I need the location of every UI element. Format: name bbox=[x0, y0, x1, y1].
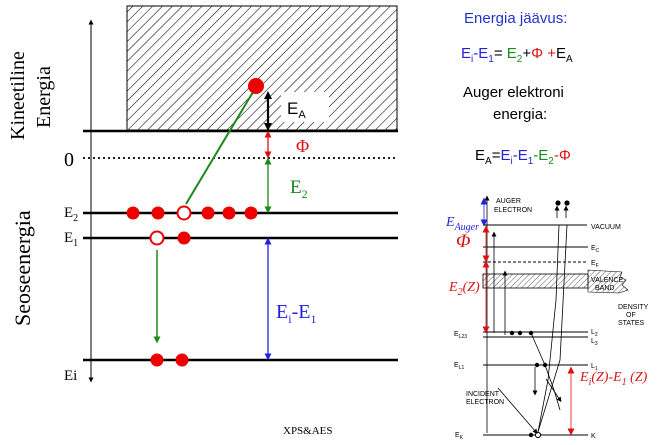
auger-inset-diagram bbox=[480, 195, 629, 439]
e2-level-label: E2 bbox=[64, 205, 78, 224]
ea-label: EA bbox=[287, 99, 306, 121]
inset-auger-electron-label: AUGER bbox=[496, 198, 521, 205]
ei-e1-label: Ei-E1 bbox=[276, 301, 316, 326]
hole bbox=[149, 230, 165, 246]
inset-l3-label: L3 bbox=[591, 338, 598, 347]
energy-conservation-equation: Ei-E1= E2+Φ +EA bbox=[461, 45, 573, 65]
inset-ec-label: EC bbox=[591, 245, 600, 254]
inset-l2-label: L2 bbox=[591, 329, 598, 338]
inset-valence-band-label-2: BAND bbox=[595, 285, 614, 292]
inset-k-label: K bbox=[591, 433, 596, 440]
inset-ef-label: EF bbox=[591, 260, 599, 269]
continuum-hatch bbox=[126, 5, 398, 131]
inset-valence-band-label: VALENCE bbox=[591, 277, 623, 284]
inset-vacuum-label: VACUUM bbox=[591, 224, 621, 231]
inset-e2z-label: E2(Z) bbox=[448, 280, 480, 298]
inset-incident-electron-label: INCIDENT bbox=[466, 391, 500, 398]
auger-energy-label-2: energia: bbox=[493, 106, 547, 123]
phi-label: Φ bbox=[296, 136, 309, 156]
ea-label-box bbox=[281, 92, 329, 122]
inset-dos-label: DENSITY bbox=[618, 304, 649, 311]
auger-electron bbox=[248, 78, 264, 94]
electron bbox=[175, 353, 189, 367]
inset-dos-label-2: OF bbox=[626, 312, 636, 319]
inset-ek-label: EK bbox=[455, 432, 464, 441]
auger-energy-equation: EA=Ei-E1-E2-Φ bbox=[475, 147, 571, 167]
inset-l1-label: L1 bbox=[591, 363, 598, 372]
inset-incident-electron-label-2: ELECTRON bbox=[466, 399, 504, 406]
electron bbox=[126, 206, 140, 220]
footer-caption: XPS&AES bbox=[283, 425, 333, 437]
inset-el23-label: EL23 bbox=[454, 331, 467, 340]
electron bbox=[177, 231, 191, 245]
inset-phi-label: Φ bbox=[456, 231, 470, 252]
electron bbox=[222, 206, 236, 220]
valence-band-hatch bbox=[482, 273, 589, 289]
inset-auger-electron-label-2: ELECTRON bbox=[494, 207, 532, 214]
electron bbox=[150, 353, 164, 367]
e1-level-label: E1 bbox=[64, 230, 78, 249]
energy-conservation-title: Energia jäävus: bbox=[464, 10, 567, 27]
zero-label: 0 bbox=[64, 149, 74, 171]
auger-energy-label-1: Auger elektroni bbox=[463, 84, 564, 101]
electron bbox=[244, 206, 258, 220]
inset-el1-label: EL1 bbox=[454, 362, 464, 371]
inset-dos-label-3: STATES bbox=[618, 320, 645, 327]
electron bbox=[201, 206, 215, 220]
inset-eiz-label: Ei(Z)-E1 (Z) bbox=[579, 370, 648, 388]
ei-level-label: Ei bbox=[64, 368, 77, 384]
kinetic-energy-label-1: Kineetiline bbox=[7, 51, 29, 140]
binding-energy-label: Seoseenergia bbox=[10, 210, 35, 326]
e2-label: E2 bbox=[290, 177, 308, 201]
hole bbox=[176, 205, 192, 221]
auger-emission-line bbox=[185, 91, 254, 205]
kinetic-energy-label-2: Energia bbox=[33, 66, 55, 128]
electron bbox=[151, 206, 165, 220]
inset-eauger-label: EAuger bbox=[445, 215, 479, 233]
